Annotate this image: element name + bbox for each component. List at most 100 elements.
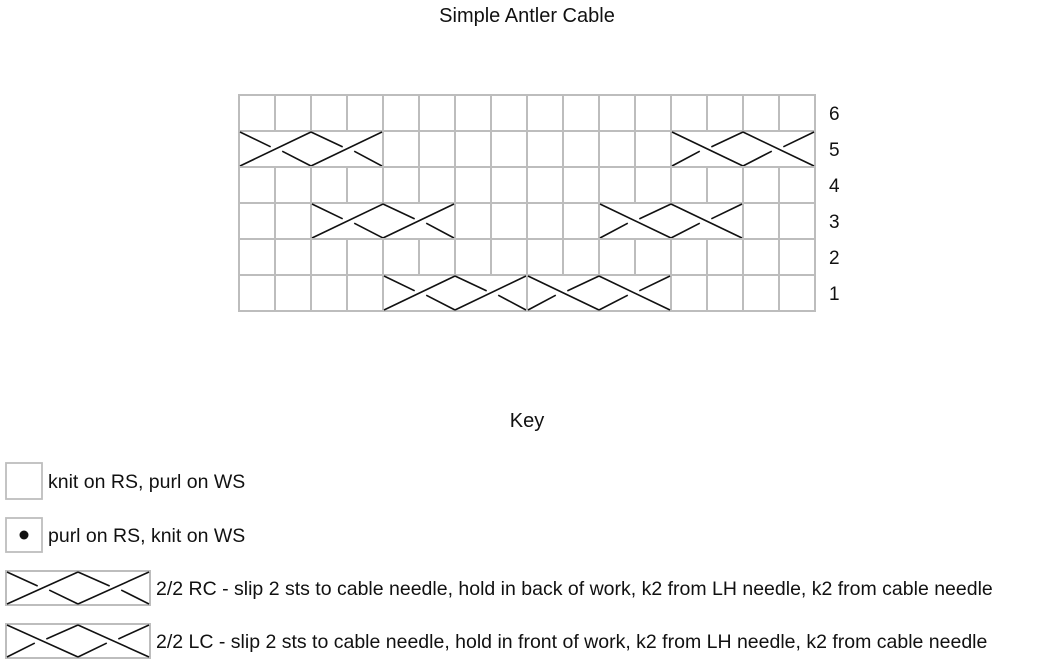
chart-cell [454, 94, 492, 132]
chart-cell [274, 238, 312, 276]
purl-symbol-box [5, 517, 43, 553]
chart-cell [454, 130, 492, 168]
chart-cell [490, 238, 528, 276]
key-label: 2/2 LC - slip 2 sts to cable needle, hol… [156, 631, 987, 653]
chart-cell [454, 166, 492, 204]
cable-lc-symbol [670, 130, 816, 168]
chart-cell [238, 166, 276, 204]
chart-cell [310, 166, 348, 204]
chart-cell [526, 238, 564, 276]
chart-cell [706, 274, 744, 312]
chart-cell [778, 166, 816, 204]
chart-cell [418, 166, 456, 204]
chart-cell [742, 274, 780, 312]
chart-cell [274, 202, 312, 240]
row-number: 5 [829, 140, 840, 161]
row-number: 2 [829, 248, 840, 269]
chart-cell [490, 202, 528, 240]
chart-cell [382, 94, 420, 132]
chart-cell [526, 202, 564, 240]
key-rc-cable-icon [5, 570, 151, 606]
chart-cell [742, 202, 780, 240]
chart-cell [742, 238, 780, 276]
chart-grid [238, 94, 816, 312]
row-number: 1 [829, 284, 840, 305]
chart-cell [526, 130, 564, 168]
chart-cell [238, 202, 276, 240]
chart-title: Simple Antler Cable [439, 5, 615, 27]
chart-cell [526, 166, 564, 204]
chart-cell [598, 94, 636, 132]
key-lc-cable-icon [5, 623, 151, 659]
chart-cell [490, 130, 528, 168]
chart-cell [706, 166, 744, 204]
cable-rc-symbol [382, 274, 528, 312]
chart-cell [274, 166, 312, 204]
chart-cell [778, 238, 816, 276]
chart-cell [454, 238, 492, 276]
chart-cell [274, 94, 312, 132]
key-item-RC: 2/2 RC - slip 2 sts to cable needle, hol… [5, 570, 993, 606]
chart-cell [634, 238, 672, 276]
chart-cell [562, 202, 600, 240]
chart-cell [490, 94, 528, 132]
chart-cell [490, 166, 528, 204]
chart-cell [562, 238, 600, 276]
chart-cell [742, 166, 780, 204]
cable-rc-symbol [238, 130, 384, 168]
key-item-LC: 2/2 LC - slip 2 sts to cable needle, hol… [5, 623, 987, 659]
chart-cell [310, 94, 348, 132]
key-label: 2/2 RC - slip 2 sts to cable needle, hol… [156, 578, 993, 600]
chart-cell [778, 94, 816, 132]
chart-cell [382, 130, 420, 168]
chart-cell [634, 166, 672, 204]
row-number: 4 [829, 176, 840, 197]
knit-symbol-box [5, 462, 43, 500]
chart-cell [706, 94, 744, 132]
chart-cell [418, 130, 456, 168]
chart-cell [670, 274, 708, 312]
chart-cell [382, 166, 420, 204]
chart-cell [310, 238, 348, 276]
cable-lc-symbol [598, 202, 744, 240]
chart-cell [562, 130, 600, 168]
chart-cell [634, 94, 672, 132]
chart-cell [526, 94, 564, 132]
chart-cell [418, 238, 456, 276]
cable-rc-symbol [310, 202, 456, 240]
chart-cell [418, 94, 456, 132]
chart-cell [310, 274, 348, 312]
chart-cell [382, 238, 420, 276]
key-label: purl on RS, knit on WS [48, 525, 245, 547]
chart-cell [778, 274, 816, 312]
chart-cell [346, 94, 384, 132]
key-legend: knit on RS, purl on WS purl on RS, knit o… [5, 462, 993, 659]
chart-cell [742, 94, 780, 132]
chart-cell [562, 166, 600, 204]
chart-cell [598, 130, 636, 168]
chart-cell [634, 130, 672, 168]
row-number: 6 [829, 104, 840, 125]
chart-cell [598, 238, 636, 276]
chart-cell [598, 166, 636, 204]
chart-cell [346, 166, 384, 204]
chart-cell [238, 94, 276, 132]
chart-cell [778, 202, 816, 240]
chart-cell [706, 238, 744, 276]
chart-cell [238, 238, 276, 276]
key-label: knit on RS, purl on WS [48, 471, 245, 493]
key-item-purl: purl on RS, knit on WS [5, 517, 245, 553]
chart-cell [346, 238, 384, 276]
purl-dot-icon [19, 530, 29, 540]
chart-cell [670, 166, 708, 204]
chart-cell [238, 274, 276, 312]
key-item-knit: knit on RS, purl on WS [5, 462, 245, 500]
cable-lc-symbol [526, 274, 672, 312]
key-title: Key [510, 410, 544, 432]
chart-cell [274, 274, 312, 312]
chart-cell [670, 238, 708, 276]
chart-cell [562, 94, 600, 132]
chart-cell [670, 94, 708, 132]
